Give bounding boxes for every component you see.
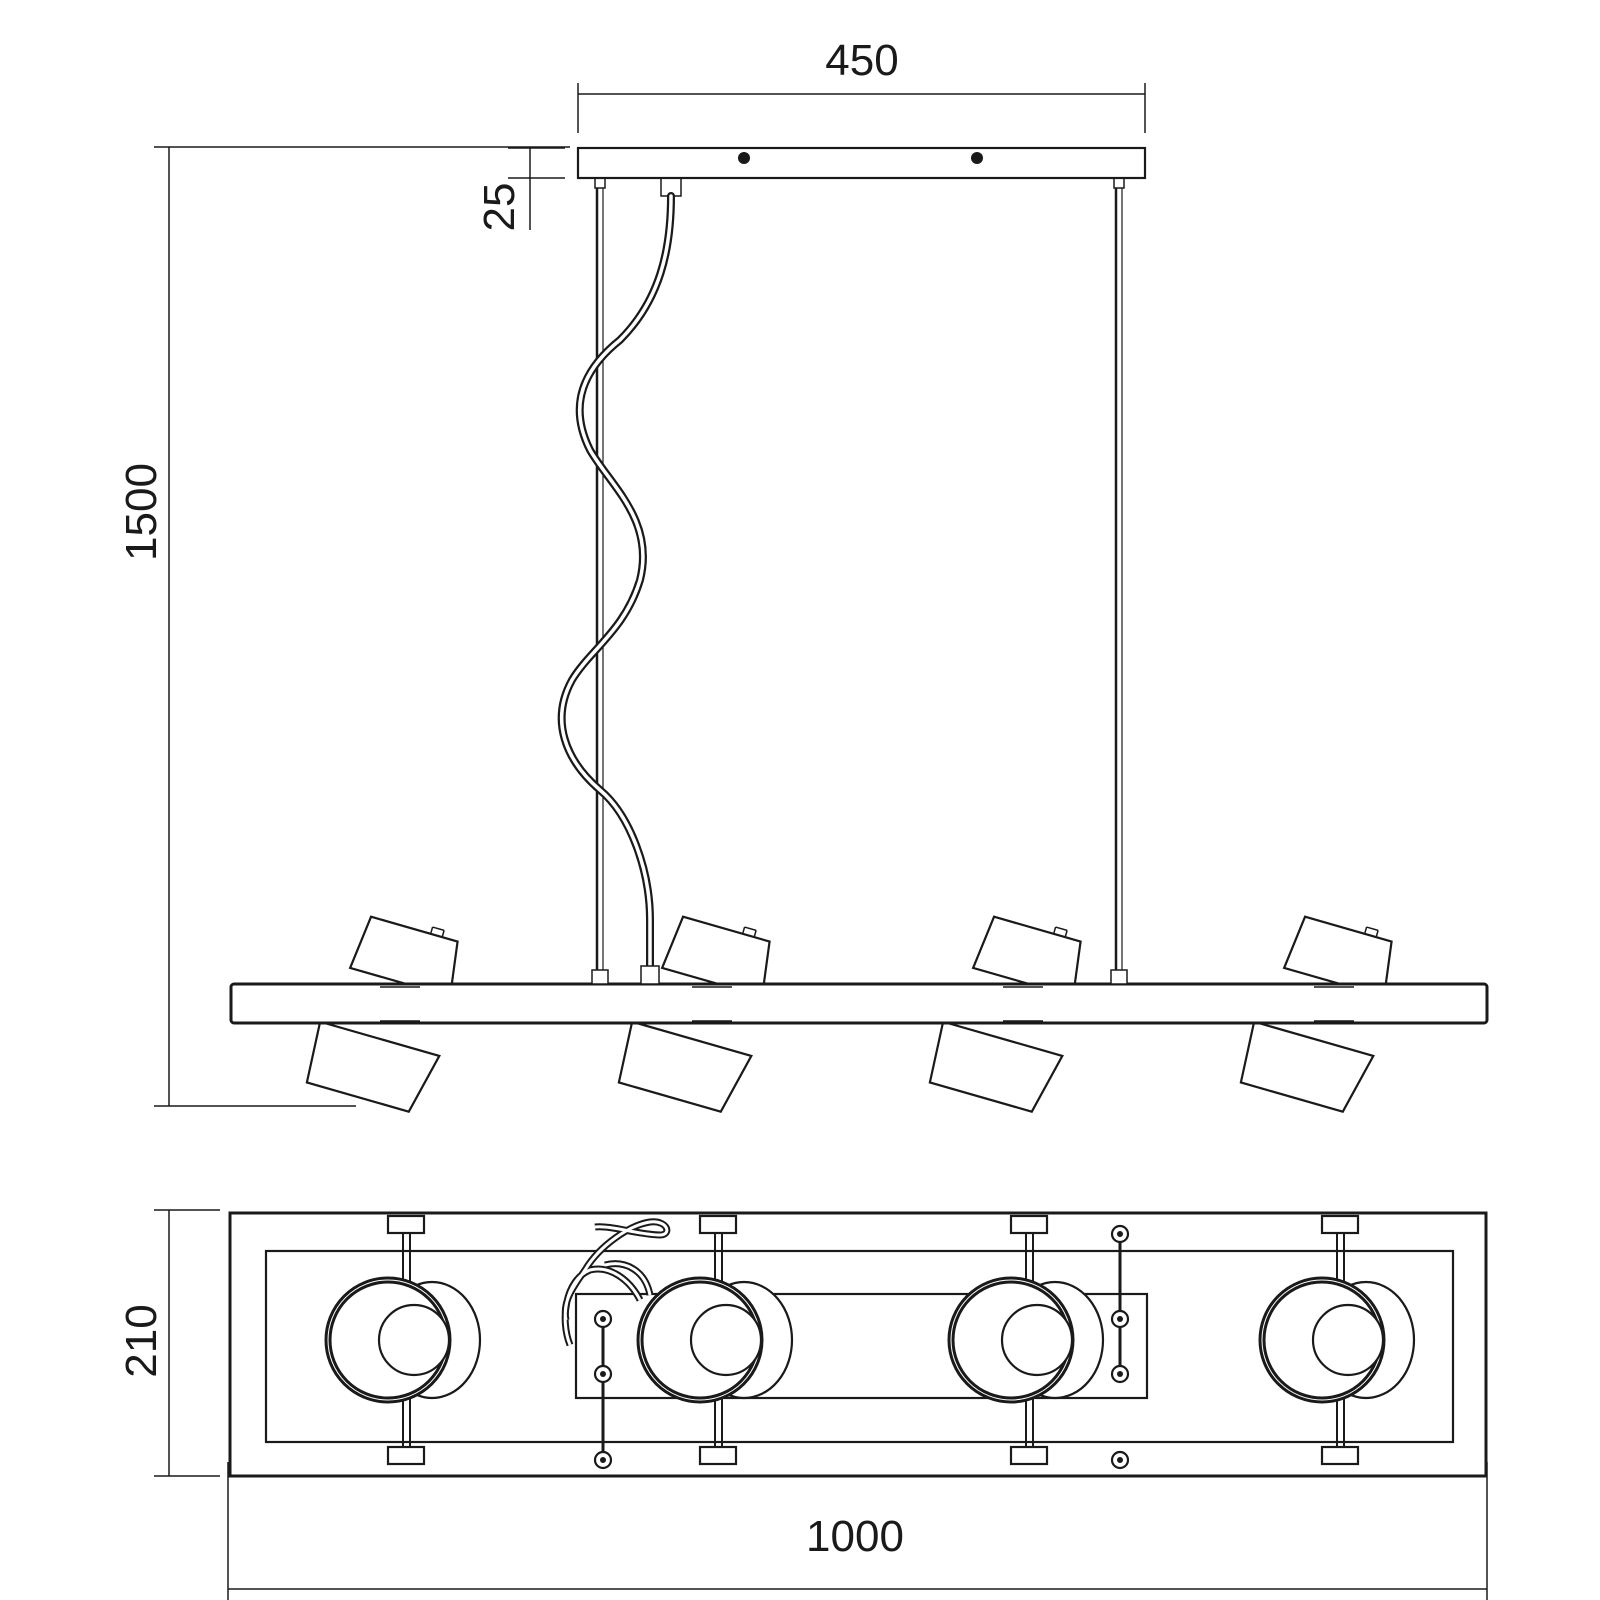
fixture-bar (229, 965, 1489, 1025)
dimension-total-height: 1500 (117, 146, 570, 1107)
dimension-canopy-height: 25 (475, 147, 565, 232)
total-height-label: 1500 (117, 463, 166, 561)
canopy-height-label: 25 (475, 183, 524, 232)
spot-head (928, 915, 1082, 1113)
canopy-screw (738, 152, 750, 164)
spot-head (305, 915, 459, 1113)
length-label: 1000 (806, 1512, 904, 1561)
power-cable (557, 192, 675, 976)
spot-head-top (636, 1214, 794, 1466)
side-elevation: 450 25 1500 (117, 36, 1489, 1113)
wire-anchors (593, 1224, 1130, 1470)
canopy-width-label: 450 (825, 36, 898, 85)
spot-head-top (324, 1214, 482, 1466)
bar-outline (228, 1211, 1488, 1478)
spot-head-top (947, 1214, 1105, 1466)
spot-head (1239, 915, 1393, 1113)
top-view: 210 1000 (117, 1209, 1488, 1600)
canopy-screw (971, 152, 983, 164)
bar-inner-frame (264, 1249, 1455, 1444)
spot-head (617, 915, 771, 1113)
spot-head-top (1258, 1214, 1416, 1466)
ceiling-canopy (576, 146, 1147, 197)
canopy-outline (574, 1292, 1149, 1400)
suspension-wires (595, 188, 1123, 974)
dimension-width: 210 (117, 1209, 220, 1477)
dimension-length: 1000 (227, 1462, 1488, 1600)
width-label: 210 (117, 1304, 166, 1377)
dimension-canopy-width: 450 (577, 36, 1146, 133)
cable-coil (561, 1218, 671, 1347)
